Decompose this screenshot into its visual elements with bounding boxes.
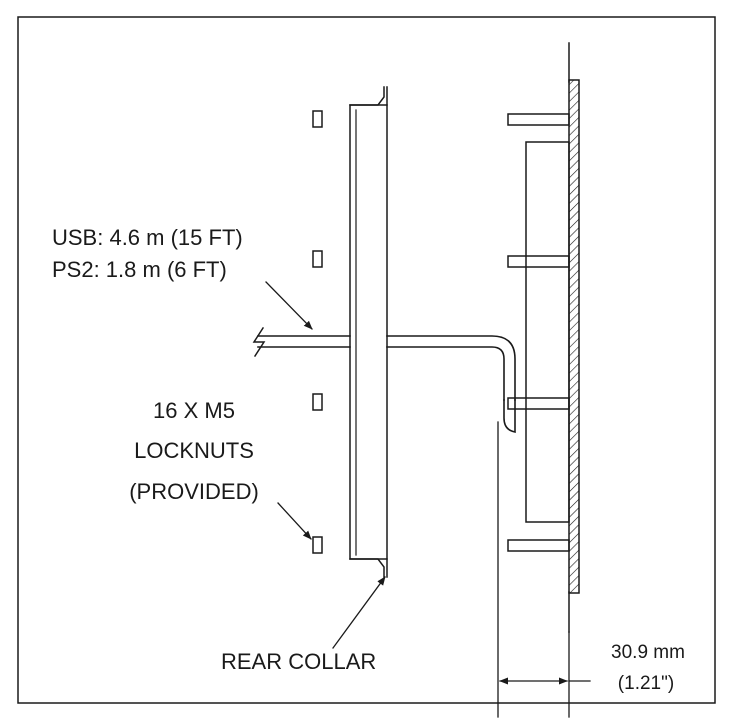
depth-mm-label: 30.9 mm [611,642,685,663]
locknut-marker [312,393,323,411]
rear-collar-leader [332,576,386,649]
locknuts-label-line3: (PROVIDED) [129,479,259,504]
depth-dimension [497,421,591,718]
rear-collar-label: REAR COLLAR [221,649,376,674]
mounting-stud [507,113,570,126]
rear-collar [349,86,388,578]
cable-ps2-label: PS2: 1.8 m (6 FT) [52,257,227,282]
locknuts-label-line1: 16 X M5 [153,398,235,423]
locknuts-label-line2: LOCKNUTS [134,438,254,463]
display-unit [507,42,580,633]
locknut-markers [312,110,323,554]
rear-housing [525,141,570,523]
cable-usb-label: USB: 4.6 m (15 FT) [52,225,243,250]
locknut-leader [277,502,312,540]
locknut-marker [312,110,323,128]
depth-in-label: (1.21") [618,673,674,694]
mounting-stud [507,397,570,410]
diagram-border [17,16,716,704]
locknut-marker [312,250,323,268]
mounting-stud [507,539,570,552]
cable-leader [265,281,313,330]
mounting-stud [507,255,570,268]
cable-break-mark [252,326,266,358]
cable [252,326,516,433]
front-bezel [568,79,580,594]
locknut-marker [312,536,323,554]
